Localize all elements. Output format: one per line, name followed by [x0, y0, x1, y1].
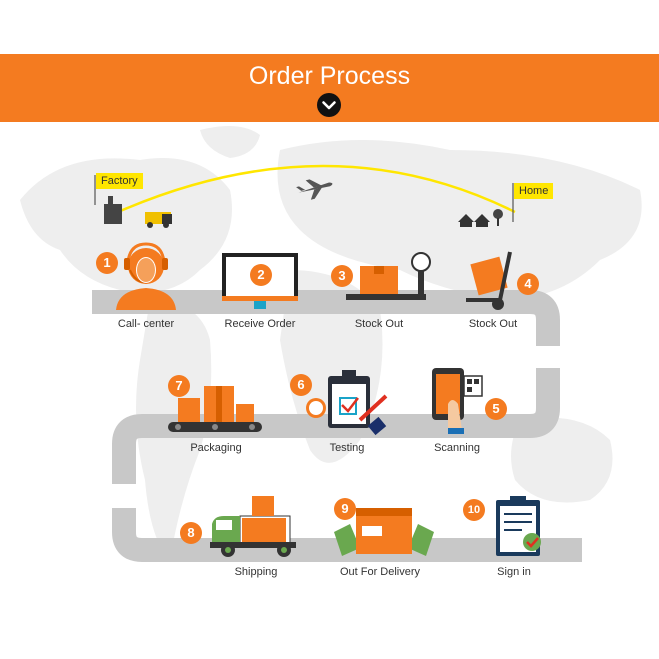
- step-number-5: 5: [485, 398, 507, 420]
- step-number-1: 1: [96, 252, 118, 274]
- world-map-background: [20, 126, 642, 560]
- signed-document-icon: [496, 496, 541, 556]
- step-label-1: Call- center: [117, 318, 175, 330]
- clipboard-check-icon: [306, 370, 388, 436]
- box-hands-icon: [334, 508, 434, 556]
- header-banner: Order Process: [0, 54, 659, 122]
- hand-truck-icon: [466, 251, 512, 310]
- chevron-down-icon[interactable]: [317, 93, 341, 117]
- airplane-icon: [296, 179, 333, 200]
- step-number-9: 9: [334, 498, 356, 520]
- step-number-7: 7: [168, 375, 190, 397]
- truck-icon: [210, 496, 296, 557]
- scale-icon: [346, 252, 431, 300]
- step-label-8: Shipping: [234, 566, 278, 578]
- step-number-4: 4: [517, 273, 539, 295]
- headset-agent-icon: [116, 242, 176, 310]
- flight-route: [117, 164, 516, 214]
- step-label-3: Stock Out: [354, 318, 404, 330]
- step-label-9: Out For Delivery: [339, 566, 421, 578]
- factory-icon: [104, 196, 172, 228]
- step-number-10: 10: [463, 499, 485, 521]
- step-label-10: Sign in: [497, 566, 531, 578]
- origin-tag: Factory: [96, 173, 143, 189]
- qr-scan-phone-icon: [432, 368, 483, 434]
- step-number-6: 6: [290, 374, 312, 396]
- conveyor-boxes-icon: [168, 386, 262, 432]
- step-label-6: Testing: [329, 442, 365, 454]
- step-number-8: 8: [180, 522, 202, 544]
- step-label-7: Packaging: [190, 442, 242, 454]
- step-label-2: Receive Order: [224, 318, 296, 330]
- home-icon: [458, 209, 503, 227]
- destination-tag: Home: [514, 183, 554, 199]
- step-label-4: Stock Out: [468, 318, 518, 330]
- step-number-3: 3: [331, 265, 353, 287]
- step-number-2: 2: [250, 264, 272, 286]
- page-title: Order Process: [248, 62, 411, 90]
- step-label-5: Scanning: [434, 442, 480, 454]
